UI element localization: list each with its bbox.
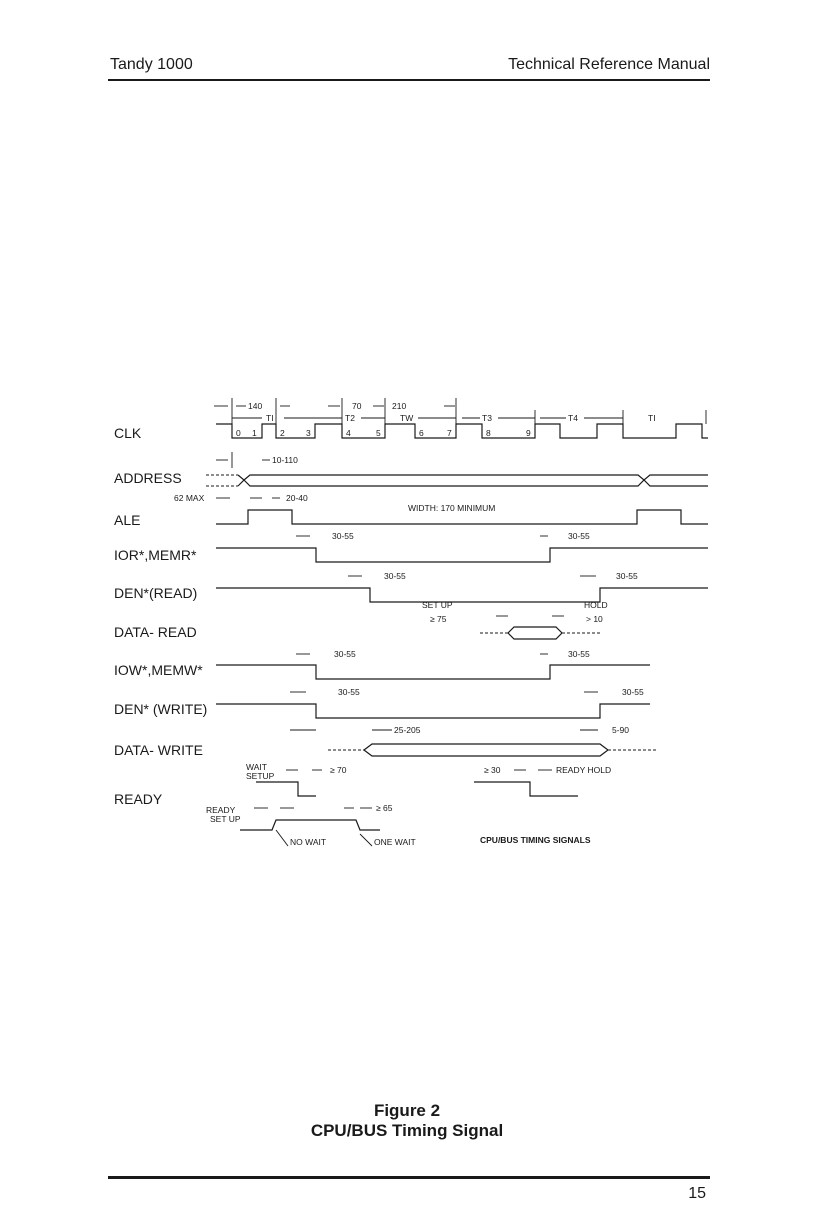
timing-25-205: 25-205: [394, 725, 421, 735]
header-rule: [108, 79, 710, 81]
signal-label-den-read: DEN*(READ): [114, 585, 197, 601]
ready-wait-setup-2: SETUP: [246, 771, 275, 781]
edge-6: 6: [419, 428, 424, 438]
ready-wait-waveform: [256, 781, 316, 797]
ale-waveform: [216, 509, 708, 525]
signal-label-iow-memw: IOW*,MEMW*: [114, 662, 203, 678]
edge-1: 1: [252, 428, 257, 438]
data-write-valid: [363, 743, 609, 757]
phase-tw: TW: [400, 413, 413, 423]
phase-t3: T3: [482, 413, 492, 423]
address-waveform-top: [243, 474, 708, 481]
timing-den-read-b: 30-55: [616, 571, 638, 581]
ready-hold-label: READY HOLD: [556, 765, 611, 775]
edge-0: 0: [236, 428, 241, 438]
edge-5: 5: [376, 428, 381, 438]
timing-10-110: 10-110: [272, 455, 298, 465]
data-read-valid: [507, 626, 563, 640]
phase-t4: T4: [568, 413, 578, 423]
figure-number: Figure 2: [373, 1101, 441, 1120]
signal-label-data-read: DATA- READ: [114, 624, 197, 640]
timing-62max: 62 MAX: [174, 493, 205, 503]
signal-label-clk: CLK: [114, 425, 142, 441]
edge-2: 2: [280, 428, 285, 438]
timing-den-write-a: 30-55: [338, 687, 360, 697]
ready-hold-val: ≥ 30: [484, 765, 501, 775]
phase-ti-end: TI: [648, 413, 656, 423]
timing-den-write-b: 30-55: [622, 687, 644, 697]
edge-3: 3: [306, 428, 311, 438]
timing-den-read-a: 30-55: [384, 571, 406, 581]
ready-setup-1: READY: [206, 805, 236, 815]
ale-width-label: WIDTH: 170 MINIMUM: [408, 503, 495, 513]
diagram-caption: CPU/BUS TIMING SIGNALS: [480, 835, 591, 845]
data-read-setup-val: ≥ 75: [430, 614, 447, 624]
data-read-hold: HOLD: [584, 600, 608, 610]
den-read-waveform: [216, 587, 708, 603]
header-right: Technical Reference Manual: [508, 56, 710, 73]
signal-label-data-write: DATA- WRITE: [114, 742, 203, 758]
edge-7: 7: [447, 428, 452, 438]
timing-20-40: 20-40: [286, 493, 308, 503]
timing-65: ≥ 65: [376, 803, 393, 813]
timing-70: 70: [352, 401, 362, 411]
address-cross-left: [237, 474, 245, 487]
figure-title: CPU/BUS Timing Signal: [310, 1121, 504, 1140]
ready-setup-2: SET UP: [210, 814, 241, 824]
ready-waveform: [240, 819, 380, 831]
ready-wait-val: ≥ 70: [330, 765, 347, 775]
timing-ior-30-55-a: 30-55: [332, 531, 354, 541]
one-wait-pointer: [359, 833, 373, 847]
edge-8: 8: [486, 428, 491, 438]
iow-memw-waveform: [216, 664, 650, 680]
signal-label-ior-memr: IOR*,MEMR*: [114, 547, 197, 563]
data-read-setup: SET UP: [422, 600, 453, 610]
ior-memr-waveform: [216, 547, 708, 563]
page-number: 15: [688, 1185, 706, 1202]
timing-ior-30-55-b: 30-55: [568, 531, 590, 541]
signal-label-address: ADDRESS: [114, 470, 182, 486]
ready-hold-waveform: [474, 781, 578, 797]
one-wait-label: ONE WAIT: [374, 837, 416, 847]
phase-ti: TI: [266, 413, 274, 423]
timing-iow-a: 30-55: [334, 649, 356, 659]
signal-label-ale: ALE: [114, 512, 140, 528]
timing-iow-b: 30-55: [568, 649, 590, 659]
timing-210: 210: [392, 401, 406, 411]
phase-t2: T2: [345, 413, 355, 423]
timing-5-90: 5-90: [612, 725, 629, 735]
edge-9: 9: [526, 428, 531, 438]
ready-wait-setup-1: WAIT: [246, 762, 267, 772]
clk-waveform: [216, 423, 708, 439]
edge-4: 4: [346, 428, 351, 438]
address-waveform-bottom: [243, 479, 708, 487]
no-wait-label: NO WAIT: [290, 837, 326, 847]
header-left: Tandy 1000: [110, 56, 193, 73]
footer-rule: [108, 1176, 710, 1179]
timing-140: 140: [248, 401, 262, 411]
data-read-hold-val: > 10: [586, 614, 603, 624]
signal-label-ready: READY: [114, 791, 163, 807]
den-write-waveform: [216, 703, 650, 719]
signal-label-den-write: DEN* (WRITE): [114, 701, 207, 717]
no-wait-pointer: [275, 829, 289, 847]
